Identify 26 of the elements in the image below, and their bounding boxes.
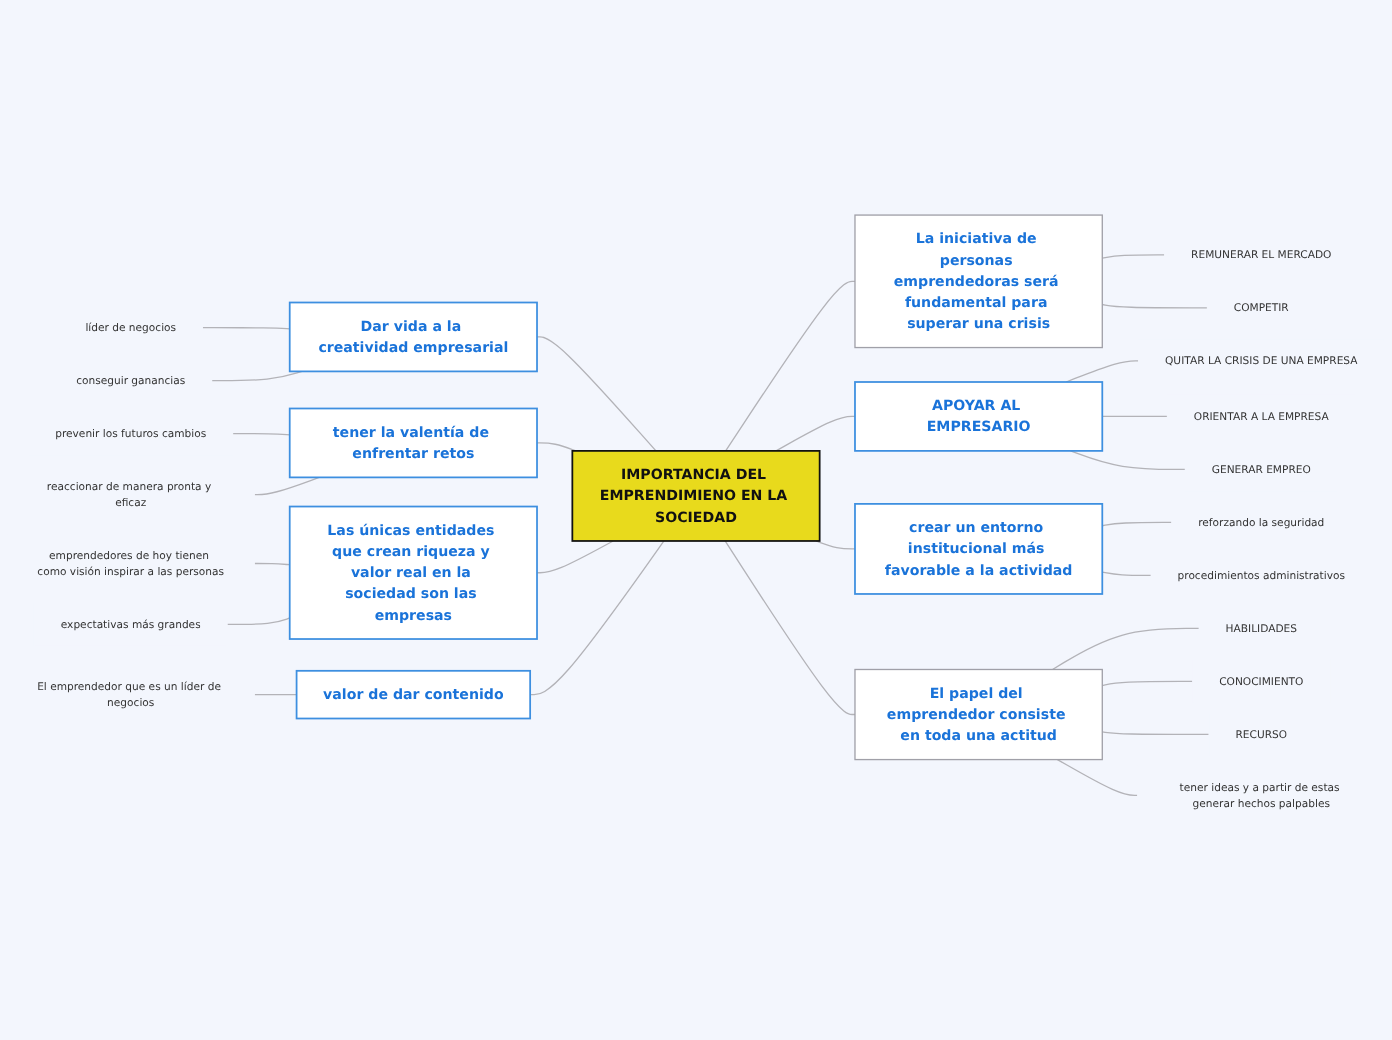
connector xyxy=(775,416,856,452)
connector xyxy=(1101,522,1173,527)
connector xyxy=(1069,450,1186,471)
connector xyxy=(226,617,291,626)
connector xyxy=(253,476,320,496)
connector xyxy=(529,540,665,696)
connector xyxy=(1101,416,1168,418)
connector xyxy=(1101,304,1208,309)
connector xyxy=(253,563,291,566)
connector xyxy=(1101,571,1152,577)
connector xyxy=(536,442,577,452)
connector xyxy=(1056,759,1139,797)
connector xyxy=(536,540,614,574)
connector xyxy=(253,694,298,696)
connector xyxy=(815,540,856,550)
connector xyxy=(1101,680,1194,687)
connector xyxy=(1051,628,1200,671)
connector xyxy=(1065,360,1140,383)
connector xyxy=(725,280,856,452)
connector xyxy=(724,540,856,716)
connector xyxy=(1101,731,1210,736)
connector xyxy=(201,327,291,330)
connector xyxy=(1101,254,1166,259)
connector xyxy=(211,370,303,382)
connector xyxy=(536,336,657,452)
connector xyxy=(232,433,291,436)
